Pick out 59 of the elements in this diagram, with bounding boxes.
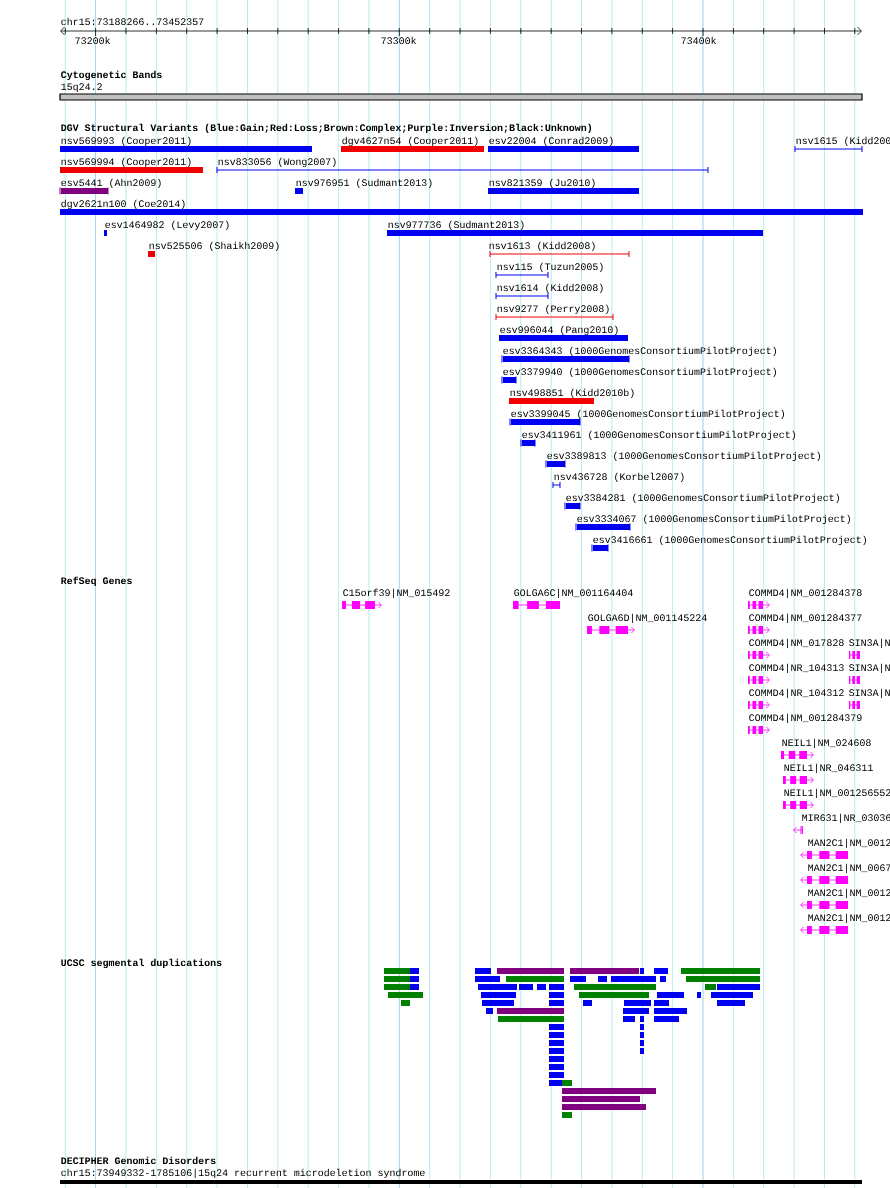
feature-label: esv3334067 (1000GenomesConsortiumPilotProject) — [577, 514, 850, 525]
feature-label: nsv1615 (Kidd200 — [796, 136, 890, 147]
track-title: RefSeq Genes — [61, 576, 132, 587]
region-label: chr15:73188266..73452357 — [61, 17, 204, 26]
feature-label: nsv115 (Tuzun2005) — [497, 262, 603, 273]
feature-label: MAN2C1|NM_0067 — [808, 863, 890, 874]
feature-label: MAN2C1|NM_0012 — [808, 888, 890, 899]
feature-label: nsv569994 (Cooper2011) — [61, 157, 191, 168]
track-title: DECIPHER Genomic Disorders — [61, 1156, 216, 1165]
feature-label: SIN3A|N — [849, 638, 890, 649]
feature-label: esv3379940 (1000GenomesConsortiumPilotProject) — [503, 367, 776, 378]
feature-label: nsv821359 (Ju2010) — [489, 178, 595, 189]
feature-label: esv3364343 (1000GenomesConsortiumPilotProject) — [503, 346, 776, 357]
feature-label: esv3384281 (1000GenomesConsortiumPilotProject) — [566, 493, 839, 504]
tick-label: 73300k — [381, 36, 417, 45]
feature-label: 15q24.2 — [61, 83, 102, 93]
track-title: DGV Structural Variants (Blue:Gain;Red:Loss;Brown:Complex;Purple:Inversion;Black:Unknown) — [61, 123, 592, 134]
feature-label: esv3389813 (1000GenomesConsortiumPilotProject) — [547, 451, 820, 462]
feature-label: COMMD4|NM_001284379 — [749, 713, 862, 724]
feature-label: esv1464982 (Levy2007) — [105, 220, 229, 231]
feature-label: nsv976951 (Sudmant2013) — [296, 178, 432, 189]
feature-label: MIR631|NR_03036 — [802, 813, 890, 824]
feature-label: nsv1613 (Kidd2008) — [489, 241, 595, 252]
feature-label: nsv436728 (Korbel2007) — [554, 472, 684, 483]
feature-label: nsv569993 (Cooper2011) — [61, 136, 191, 147]
tick-label: 73400k — [681, 36, 717, 45]
feature-label: NEIL1|NR_046311 — [784, 763, 873, 774]
feature-label: chr15:73949332-1785106|15q24 recurrent microdeletion syndrome — [61, 1168, 425, 1179]
feature-label: SIN3A|N — [849, 688, 890, 699]
tick-label: 73200k — [75, 36, 111, 45]
feature-label: MAN2C1|NM_0012 — [808, 838, 890, 849]
feature-label: GOLGA6C|NM_001164404 — [514, 588, 633, 599]
feature-label: nsv9277 (Perry2008) — [497, 304, 609, 315]
feature-label: nsv833056 (Wong2007) — [218, 157, 336, 168]
feature-label: esv5441 (Ahn2009) — [61, 178, 161, 189]
feature-label: GOLGA6D|NM_001145224 — [588, 613, 707, 624]
feature-label: nsv977736 (Sudmant2013) — [388, 220, 524, 231]
feature-label: nsv525506 (Shaikh2009) — [149, 241, 279, 252]
feature-label: NEIL1|NM_024608 — [782, 738, 871, 749]
feature-label: NEIL1|NM_001256552 — [784, 788, 890, 799]
feature-label: esv3399045 (1000GenomesConsortiumPilotProject) — [511, 409, 784, 420]
feature-label: COMMD4|NR_104313 — [749, 663, 844, 674]
feature-label: COMMD4|NM_001284378 — [749, 588, 862, 599]
feature-label: esv3411961 (1000GenomesConsortiumPilotProject) — [522, 430, 795, 441]
feature-label: C15orf39|NM_015492 — [343, 588, 450, 599]
track-title: UCSC segmental duplications — [61, 958, 222, 969]
feature-label: esv3416661 (1000GenomesConsortiumPilotProject) — [593, 535, 866, 546]
feature-label: SIN3A|N — [849, 663, 890, 674]
feature-label: esv996044 (Pang2010) — [500, 325, 618, 336]
feature-label: MAN2C1|NM_0012 — [808, 913, 890, 924]
feature-label: COMMD4|NM_001284377 — [749, 613, 862, 624]
feature-label: dgv2621n100 (Coe2014) — [61, 199, 185, 210]
track-title: Cytogenetic Bands — [61, 70, 162, 81]
feature-label: COMMD4|NM_017828 — [749, 638, 844, 649]
feature-label: esv22004 (Conrad2009) — [489, 136, 613, 147]
feature-label: nsv498851 (Kidd2010b) — [510, 388, 634, 399]
feature-label: COMMD4|NR_104312 — [749, 688, 844, 699]
feature-label: nsv1614 (Kidd2008) — [497, 283, 603, 294]
feature-label: dgv4627n54 (Cooper2011) — [342, 136, 478, 147]
